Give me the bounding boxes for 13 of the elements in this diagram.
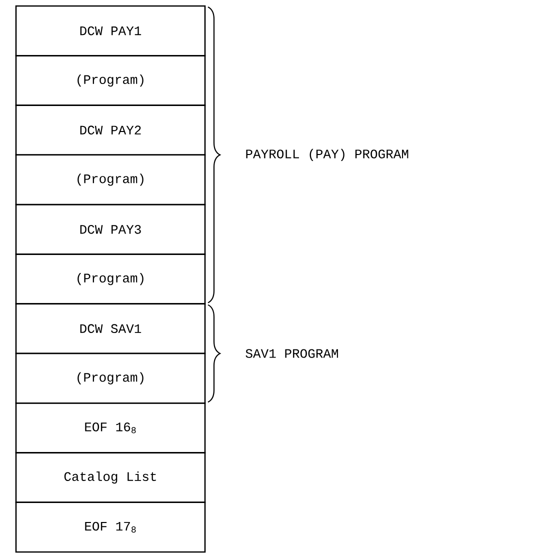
memory-cell: EOF 17$_{8}$ — [15, 502, 206, 553]
memory-cell: (Program) — [15, 55, 206, 106]
memory-cell: (Program) — [15, 154, 206, 206]
memory-cell: (Program) — [15, 254, 206, 304]
memory-cell: DCW PAY1 — [15, 5, 206, 56]
memory-cell: Catalog List — [15, 452, 206, 503]
memory-cell: DCW PAY2 — [15, 104, 206, 156]
group-label: PAYROLL (PAY) PROGRAM — [246, 148, 408, 161]
memory-cell: DCW SAV1 — [15, 303, 206, 354]
group-label: SAV1 PROGRAM — [246, 349, 338, 358]
memory-cell: EOF 16$_{8}$ — [15, 402, 206, 454]
memory-cell: DCW PAY3 — [15, 204, 206, 255]
memory-cell: (Program) — [15, 352, 206, 404]
